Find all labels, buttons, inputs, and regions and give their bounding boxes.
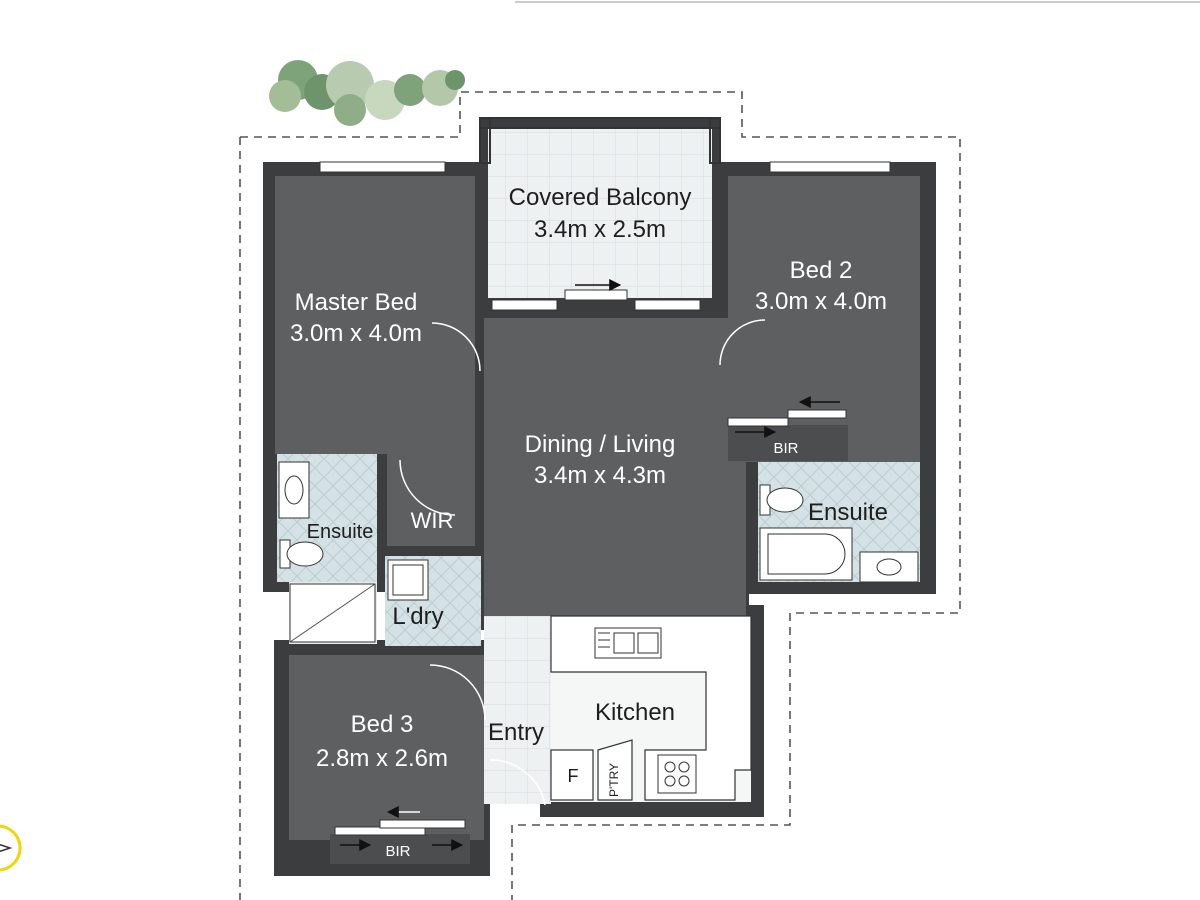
- bed2-size: 3.0m x 4.0m: [755, 288, 887, 315]
- bed2-name: Bed 2: [790, 257, 853, 284]
- master-bed-floor: [275, 176, 475, 454]
- bir-bed2-label: BIR: [773, 440, 798, 457]
- balcony-floor: [488, 128, 712, 298]
- balcony-rails: [479, 117, 721, 164]
- stove-icon: [657, 754, 697, 794]
- toilet-icon: [759, 484, 804, 516]
- entry-label: Entry: [488, 719, 544, 746]
- bathtub-icon: [759, 527, 853, 581]
- master-bed-name: Master Bed: [295, 289, 418, 316]
- ensuite-master-label: Ensuite: [307, 521, 374, 543]
- sink-icon: [278, 461, 310, 519]
- living-name: Dining / Living: [525, 431, 676, 458]
- bir-bed3-label: BIR: [385, 843, 410, 860]
- kitchen-sink-icon: [594, 627, 662, 659]
- door-swings: [399, 319, 766, 806]
- tree-icon: [269, 60, 465, 126]
- bir-bed2: [727, 396, 848, 461]
- laundry-label: L'dry: [392, 603, 443, 630]
- pantry-label: P'TRY: [607, 763, 621, 797]
- property-boundary: [239, 91, 961, 900]
- bed3-name: Bed 3: [351, 711, 414, 738]
- balcony-name: Covered Balcony: [509, 184, 692, 211]
- bed3-floor: [289, 655, 484, 840]
- fridge-label: F: [568, 766, 579, 786]
- bir-bed3: [330, 806, 470, 864]
- kitchen-benches: [550, 615, 752, 801]
- windows: [319, 161, 891, 311]
- living-floor: [484, 318, 746, 616]
- living-size: 3.4m x 4.3m: [534, 462, 666, 489]
- balcony-size: 3.4m x 2.5m: [534, 216, 666, 243]
- toilet-icon: [279, 539, 324, 569]
- sink-icon: [859, 551, 919, 583]
- laundry-tub-icon: [387, 559, 429, 601]
- shower-icon: [289, 583, 376, 643]
- entry-floor: [484, 616, 551, 804]
- wir-label: WIR: [411, 508, 454, 533]
- kitchen-label: Kitchen: [595, 699, 675, 726]
- compass-icon: [0, 824, 22, 872]
- ensuite-bed2-label: Ensuite: [808, 499, 888, 526]
- wir-floor: [387, 454, 475, 546]
- master-bed-size: 3.0m x 4.0m: [290, 320, 422, 347]
- bed3-size: 2.8m x 2.6m: [316, 745, 448, 772]
